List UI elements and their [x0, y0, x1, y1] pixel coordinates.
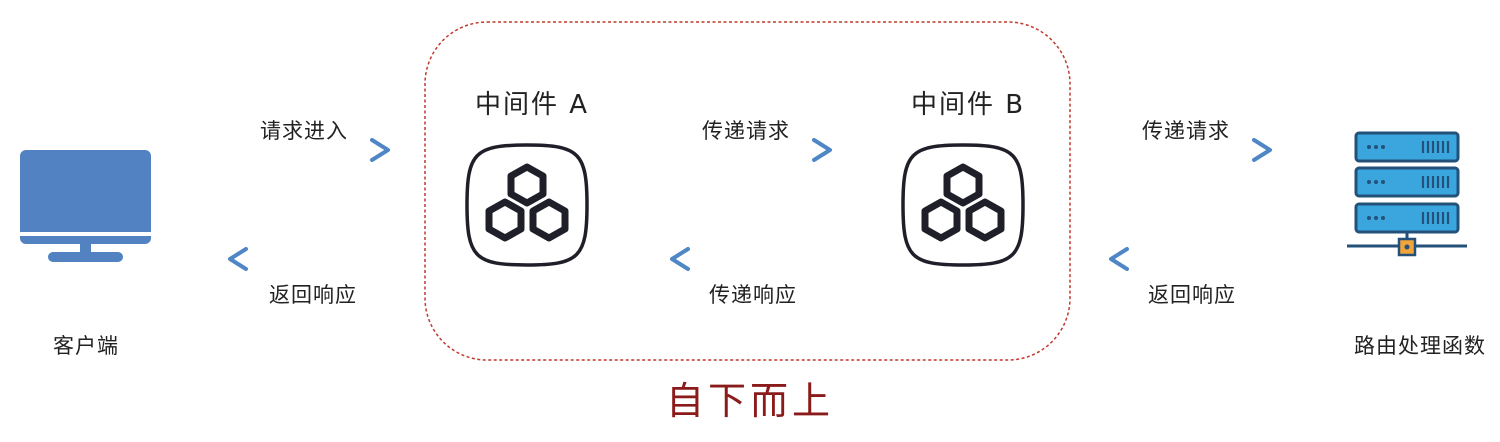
arrow-label-handler-to-b: 返回响应 — [1148, 283, 1236, 307]
middleware-a-title: 中间件 A — [474, 90, 590, 120]
footer-caption: 自下而上 — [665, 379, 834, 423]
middleware-group-border — [424, 21, 1071, 361]
arrow-handler-to-b — [1109, 247, 1273, 271]
arrow-a-to-client — [228, 247, 393, 271]
middleware-a-hexagon-cluster-icon — [465, 143, 589, 267]
arrow-label-a-to-client: 返回响应 — [269, 283, 357, 307]
arrow-label-client-to-a: 请求进入 — [260, 119, 348, 143]
arrow-label-b-to-a: 传递响应 — [709, 283, 797, 307]
arrow-b-to-a — [670, 247, 833, 271]
client-label: 客户端 — [53, 334, 119, 358]
arrow-client-to-a — [226, 138, 390, 162]
middleware-b-title: 中间件 B — [910, 90, 1026, 120]
arrow-b-to-handler — [1107, 138, 1272, 162]
arrow-a-to-b — [668, 138, 832, 162]
server-icon — [1347, 131, 1467, 257]
middleware-b-hexagon-cluster-icon — [901, 143, 1025, 267]
arrow-label-a-to-b: 传递请求 — [702, 119, 790, 143]
route-handler-label: 路由处理函数 — [1354, 334, 1486, 358]
monitor-icon — [20, 150, 151, 262]
arrow-label-b-to-handler: 传递请求 — [1142, 119, 1230, 143]
